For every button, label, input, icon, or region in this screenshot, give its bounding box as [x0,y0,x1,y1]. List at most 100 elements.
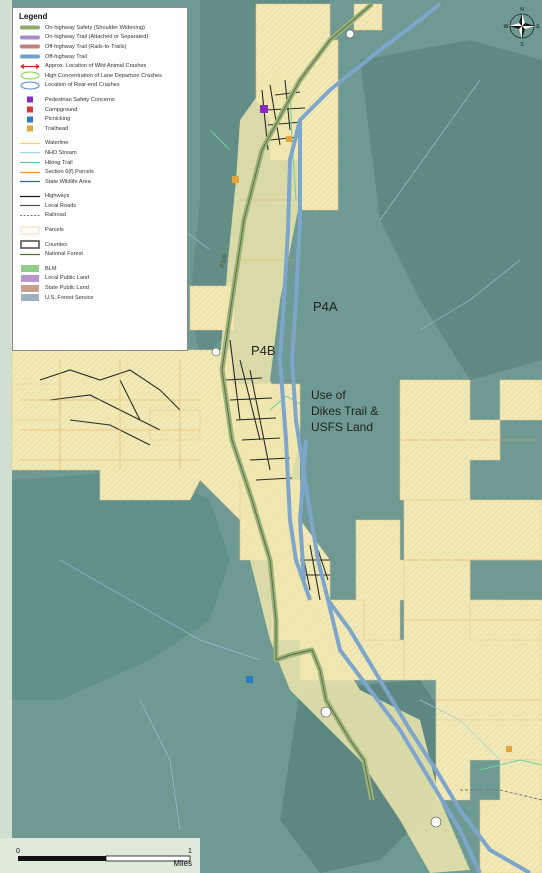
legend-item-label: Counties [45,241,68,248]
forest-ridge [12,470,230,700]
legend-item-label: High Concentration of Lane Departure Cra… [45,72,162,79]
legend-symbol-icon [19,201,41,210]
legend-symbol-icon [19,52,41,61]
legend-symbol-icon [19,71,41,80]
forest-ridge [360,40,542,380]
left-panel-strip [0,0,12,873]
highway-centerline [221,3,373,801]
scale-unit: Miles [173,859,192,868]
legend-item-label: Parcels [45,227,64,234]
legend-item-label: Location of Rear-end Crashes [45,82,120,89]
legend-item: Approx. Location of Wild Animal Crashes [19,61,181,71]
trailhead-marker[interactable] [232,176,239,183]
legend-item: State Wildlife Area [19,177,181,187]
pedestrian-safety-marker[interactable] [260,105,268,113]
scale-end: 1 [188,848,192,855]
off-highway-trail [278,2,531,873]
segment-label-p4a: P4A [313,299,338,314]
legend-item: Waterline [19,139,181,149]
legend-item: Pedestrian Safety Concerns [19,95,181,105]
legend-item-label: Off-highway Trail (Rails-to-Trails) [45,43,127,50]
legend-item: Off-highway Trail [19,52,181,62]
bottom-light-strip [0,838,200,873]
legend-item: NHD Stream [19,148,181,158]
legend-symbol-icon [19,23,41,32]
legend-item-label: State Public Land [45,285,89,292]
legend-item: Location of Rear-end Crashes [19,81,181,91]
legend-item-label: On-highway Safety (Shoulder Widening) [45,24,145,31]
map-legend: Legend On-highway Safety (Shoulder Widen… [12,7,188,351]
legend-item: Hiking Trail [19,158,181,168]
legend-item: High Concentration of Lane Departure Cra… [19,71,181,81]
legend-item-label: State Wildlife Area [45,178,91,185]
legend-item-label: Campground [45,106,78,113]
legend-item-label: On-highway Trail (Attached or Separated) [45,34,149,41]
route-shield [211,347,221,357]
legend-item: On-highway Safety (Shoulder Widening) [19,23,181,33]
legend-symbol-icon [19,95,41,104]
scale-start: 0 [16,848,20,855]
legend-symbol-icon [19,211,41,220]
legend-symbol-icon [19,240,41,249]
legend-symbol-icon [19,192,41,201]
legend-symbol-icon [19,250,41,259]
picnicking-marker[interactable] [246,676,253,683]
trailhead-marker[interactable] [506,746,512,752]
legend-item: State Public Land [19,283,181,293]
legend-item-label: Local Public Land [45,275,90,282]
legend-item-label: Railroad [45,212,66,219]
legend-item-label: BLM [45,265,57,272]
compass-e: E [536,24,540,30]
legend-item: Railroad [19,211,181,221]
compass-w: W [504,24,509,30]
legend-item: National Forest [19,249,181,259]
compass-rose: N E S W [504,7,541,48]
legend-item-label: NHD Stream [45,149,77,156]
legend-symbol-icon [19,177,41,186]
legend-item-label: Trailhead [45,125,69,132]
legend-symbol-icon [19,115,41,124]
legend-item: Off-highway Trail (Rails-to-Trails) [19,42,181,52]
compass-n: N [520,7,524,13]
legend-item: Counties [19,240,181,250]
legend-symbol-icon [19,124,41,133]
legend-symbol-icon [19,42,41,51]
legend-symbol-icon [19,139,41,148]
legend-item-label: Hiking Trail [45,159,73,166]
town-roads [39,79,330,601]
legend-item: Campground [19,105,181,115]
legend-item-label: Section 6(f) Parcels [45,169,94,176]
segment-label-p4b: P4B [251,343,276,358]
route-shield [345,29,355,39]
legend-item: On-highway Trail (Attached or Separated) [19,33,181,43]
legend-symbol-icon [19,81,41,90]
legend-item-label: Waterline [45,140,69,147]
legend-items: On-highway Safety (Shoulder Widening) On-… [19,23,181,302]
dikes-label-line1: Use of [311,388,346,402]
legend-item: Trailhead [19,124,181,134]
legend-item-label: Local Roads [45,202,77,209]
legend-item-label: Off-highway Trail [45,53,87,60]
legend-symbol-icon [19,274,41,283]
legend-item: Local Roads [19,201,181,211]
legend-item: Picnicking [19,114,181,124]
legend-symbol-icon [19,62,41,71]
dikes-label-line3: USFS Land [311,420,373,434]
legend-item: Highways [19,192,181,202]
legend-symbol-icon [19,168,41,177]
legend-item: U.S. Forest Service [19,293,181,303]
legend-symbol-icon [19,226,41,235]
legend-symbol-icon [19,148,41,157]
dikes-label-line2: Dikes Trail & [311,404,378,418]
legend-symbol-icon [19,105,41,114]
legend-symbol-icon [19,264,41,273]
legend-item: Local Public Land [19,274,181,284]
legend-item: Parcels [19,225,181,235]
legend-item-label: Highways [45,193,70,200]
route-shield [320,706,332,718]
trailhead-marker[interactable] [286,136,292,142]
legend-title: Legend [19,12,48,21]
valley-floor [220,70,470,873]
railroad [460,789,542,801]
